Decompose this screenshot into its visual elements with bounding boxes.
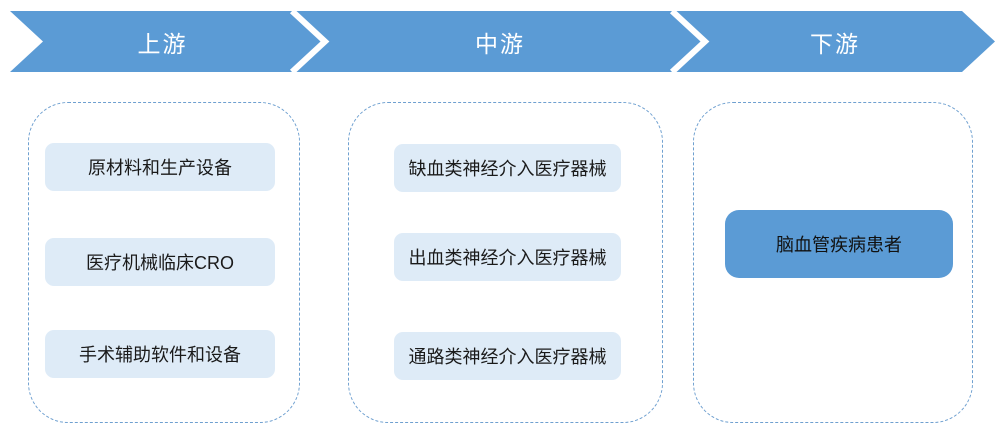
- upstream-group: 原材料和生产设备 医疗机械临床CRO 手术辅助软件和设备: [28, 102, 300, 423]
- arrow-body: [10, 11, 995, 72]
- downstream-group: 脑血管疾病患者: [693, 102, 973, 423]
- midstream-item-box: 缺血类神经介入医疗器械: [394, 144, 621, 192]
- process-arrow-banner: [10, 8, 995, 75]
- midstream-item-box: 出血类神经介入医疗器械: [394, 233, 621, 281]
- midstream-group: 缺血类神经介入医疗器械 出血类神经介入医疗器械 通路类神经介入医疗器械: [348, 102, 663, 423]
- chevron-separator-icon: [669, 8, 710, 75]
- stage-label-upstream: 上游: [137, 30, 188, 57]
- stage-label-downstream: 下游: [810, 30, 860, 57]
- upstream-item-box: 原材料和生产设备: [45, 143, 275, 191]
- upstream-item-box: 手术辅助软件和设备: [45, 330, 275, 378]
- upstream-item-box: 医疗机械临床CRO: [45, 238, 275, 286]
- chevron-separator-icon: [289, 8, 330, 75]
- midstream-item-box: 通路类神经介入医疗器械: [394, 332, 621, 380]
- stage-label-midstream: 中游: [475, 30, 525, 57]
- downstream-item-box: 脑血管疾病患者: [725, 210, 953, 278]
